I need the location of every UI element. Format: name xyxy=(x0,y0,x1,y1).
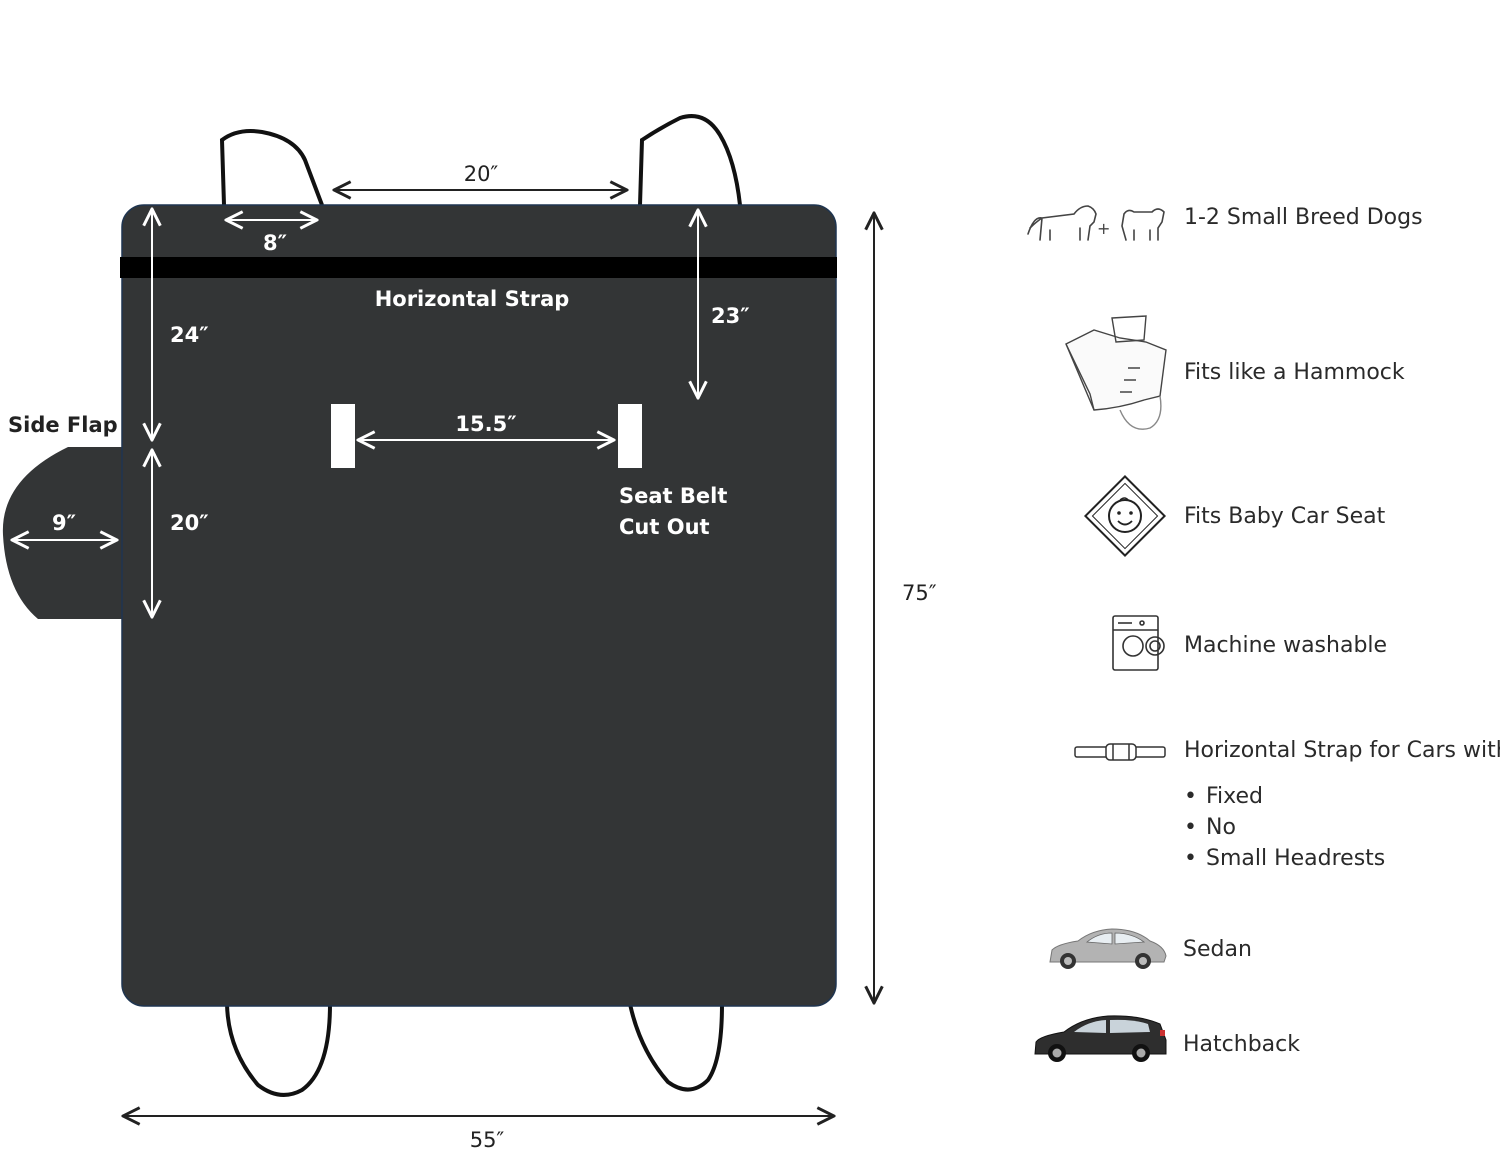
feature-baby-seat: Fits Baby Car Seat xyxy=(1184,504,1386,529)
washing-machine-icon xyxy=(1112,615,1165,671)
seat-belt-cutout-left xyxy=(331,404,355,468)
label-left-24: 24″ xyxy=(170,323,209,347)
label-right-23: 23″ xyxy=(711,304,750,328)
bottom-right-loop xyxy=(628,1003,724,1092)
bullet-small-headrests: Small Headrests xyxy=(1184,846,1385,877)
horizontal-strap-band xyxy=(120,257,837,278)
top-right-loop xyxy=(638,114,742,206)
baby-seat-icon xyxy=(1083,474,1167,558)
label-seat-belt-1: Seat Belt xyxy=(619,484,727,508)
svg-text:+: + xyxy=(1097,219,1110,238)
label-total-width: 55″ xyxy=(470,1128,505,1149)
feature-dogs: 1-2 Small Breed Dogs xyxy=(1184,205,1423,230)
label-flap-height: 20″ xyxy=(170,511,209,535)
label-seat-belt-2: Cut Out xyxy=(619,515,710,539)
top-left-loop xyxy=(219,129,324,206)
bottom-left-loop xyxy=(225,1003,332,1097)
strap-icon xyxy=(1074,743,1166,761)
label-total-length: 75″ xyxy=(902,581,937,605)
seat-belt-cutout-right xyxy=(618,404,642,468)
sedan-icon xyxy=(1049,928,1167,969)
dogs-icon: + xyxy=(1027,205,1165,241)
feature-hatchback: Hatchback xyxy=(1183,1032,1300,1057)
feature-washable: Machine washable xyxy=(1184,633,1388,658)
label-strap-gap: 20″ xyxy=(464,162,499,186)
hammock-icon xyxy=(1065,315,1167,430)
feature-strap: Horizontal Strap for Cars with xyxy=(1184,738,1500,763)
strap-bullet-list: Fixed No Small Headrests xyxy=(1184,784,1385,877)
bullet-fixed: Fixed xyxy=(1184,784,1385,815)
seat-cover-body xyxy=(121,204,837,1007)
label-flap-width: 9″ xyxy=(52,511,76,535)
feature-sedan: Sedan xyxy=(1183,937,1252,962)
label-strap-width: 8″ xyxy=(263,231,287,255)
label-side-flap: Side Flap xyxy=(8,413,118,437)
label-horizontal-strap: Horizontal Strap xyxy=(375,287,570,311)
feature-hammock: Fits like a Hammock xyxy=(1184,360,1405,385)
hatchback-icon xyxy=(1034,1015,1167,1062)
bullet-no: No xyxy=(1184,815,1385,846)
label-cutout-gap: 15.5″ xyxy=(455,412,516,436)
